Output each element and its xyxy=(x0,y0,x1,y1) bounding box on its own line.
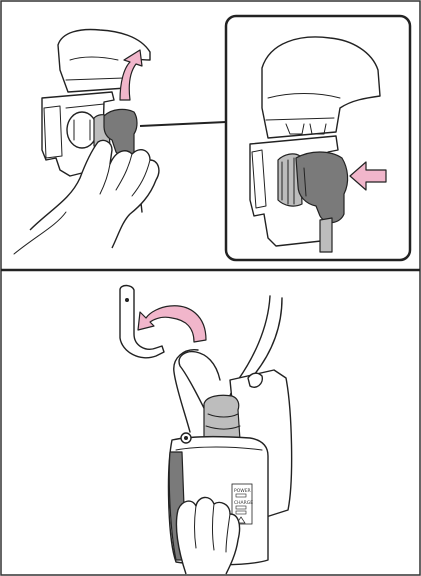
socket-outlet xyxy=(67,112,97,148)
charge-indicator-1 xyxy=(236,506,246,509)
cable-tie xyxy=(248,373,262,387)
wall-hook xyxy=(120,286,206,358)
arrow-curved-left-icon xyxy=(138,306,206,342)
power-indicator xyxy=(236,494,246,497)
callout-cable xyxy=(320,218,332,252)
socket-scene-left xyxy=(14,30,226,254)
callout-leader xyxy=(140,122,226,126)
power-label: POWER xyxy=(234,488,251,494)
bottom-panel: POWER CHARGE xyxy=(120,286,292,575)
charge-label: CHARGE xyxy=(234,500,253,506)
top-panel xyxy=(14,16,410,260)
zoom-callout xyxy=(226,16,410,260)
charge-indicator-2 xyxy=(236,511,246,514)
